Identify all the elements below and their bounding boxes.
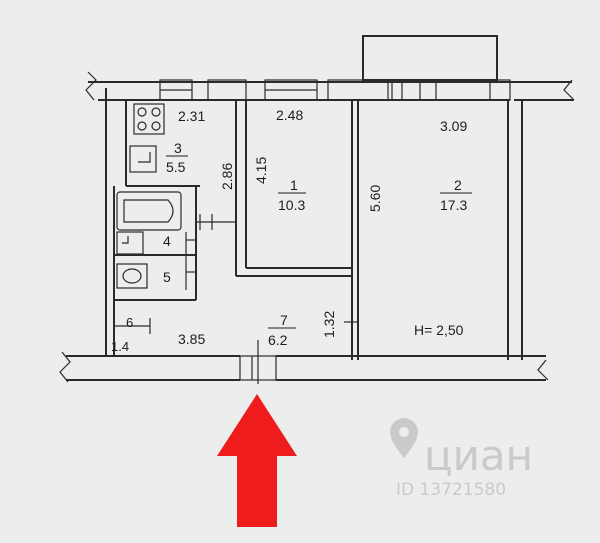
room1-walls — [235, 100, 352, 277]
room2-length: 5.60 — [367, 185, 383, 212]
kitchen-width: 2.31 — [178, 108, 205, 124]
left-exterior-wall — [105, 88, 200, 356]
bottom-exterior-wall — [59, 351, 549, 383]
storage-number: 6 — [126, 315, 133, 330]
room1-width: 2.48 — [276, 107, 303, 123]
top-exterior-wall — [85, 71, 575, 101]
pin-icon — [390, 418, 418, 458]
bath-number: 4 — [163, 233, 171, 249]
hall-length: 1.32 — [321, 311, 337, 338]
watermark-id: ID 13721580 — [396, 480, 506, 500]
watermark-brand: циан — [424, 431, 533, 480]
entrance-arrow-icon — [217, 394, 297, 527]
room2-walls — [351, 100, 523, 360]
room1-length: 4.15 — [253, 157, 269, 184]
bathtub — [116, 191, 182, 231]
hall-number: 7 — [280, 312, 288, 328]
balcony — [362, 35, 498, 81]
kitchen-length: 2.86 — [219, 163, 235, 190]
entrance-door — [239, 340, 277, 384]
hall-width: 3.85 — [178, 331, 205, 347]
sink-icon — [116, 231, 144, 255]
room1-number: 1 — [290, 177, 298, 193]
room2-area: 17.3 — [440, 197, 467, 213]
stove-icon — [133, 103, 165, 135]
ceiling-height: H= 2,50 — [414, 322, 464, 338]
room2-width: 3.09 — [440, 118, 467, 134]
storage-area: 1.4 — [111, 339, 129, 354]
hall-area: 6.2 — [268, 332, 288, 348]
kitchen-sink-icon — [129, 145, 157, 173]
wc-number: 5 — [163, 269, 171, 285]
toilet-icon — [116, 263, 148, 289]
kitchen-number: 3 — [174, 140, 182, 156]
room1-area: 10.3 — [278, 197, 305, 213]
cian-watermark: циан ID 13721580 — [390, 418, 533, 500]
room2-number: 2 — [454, 177, 462, 193]
kitchen-area: 5.5 — [166, 159, 186, 175]
